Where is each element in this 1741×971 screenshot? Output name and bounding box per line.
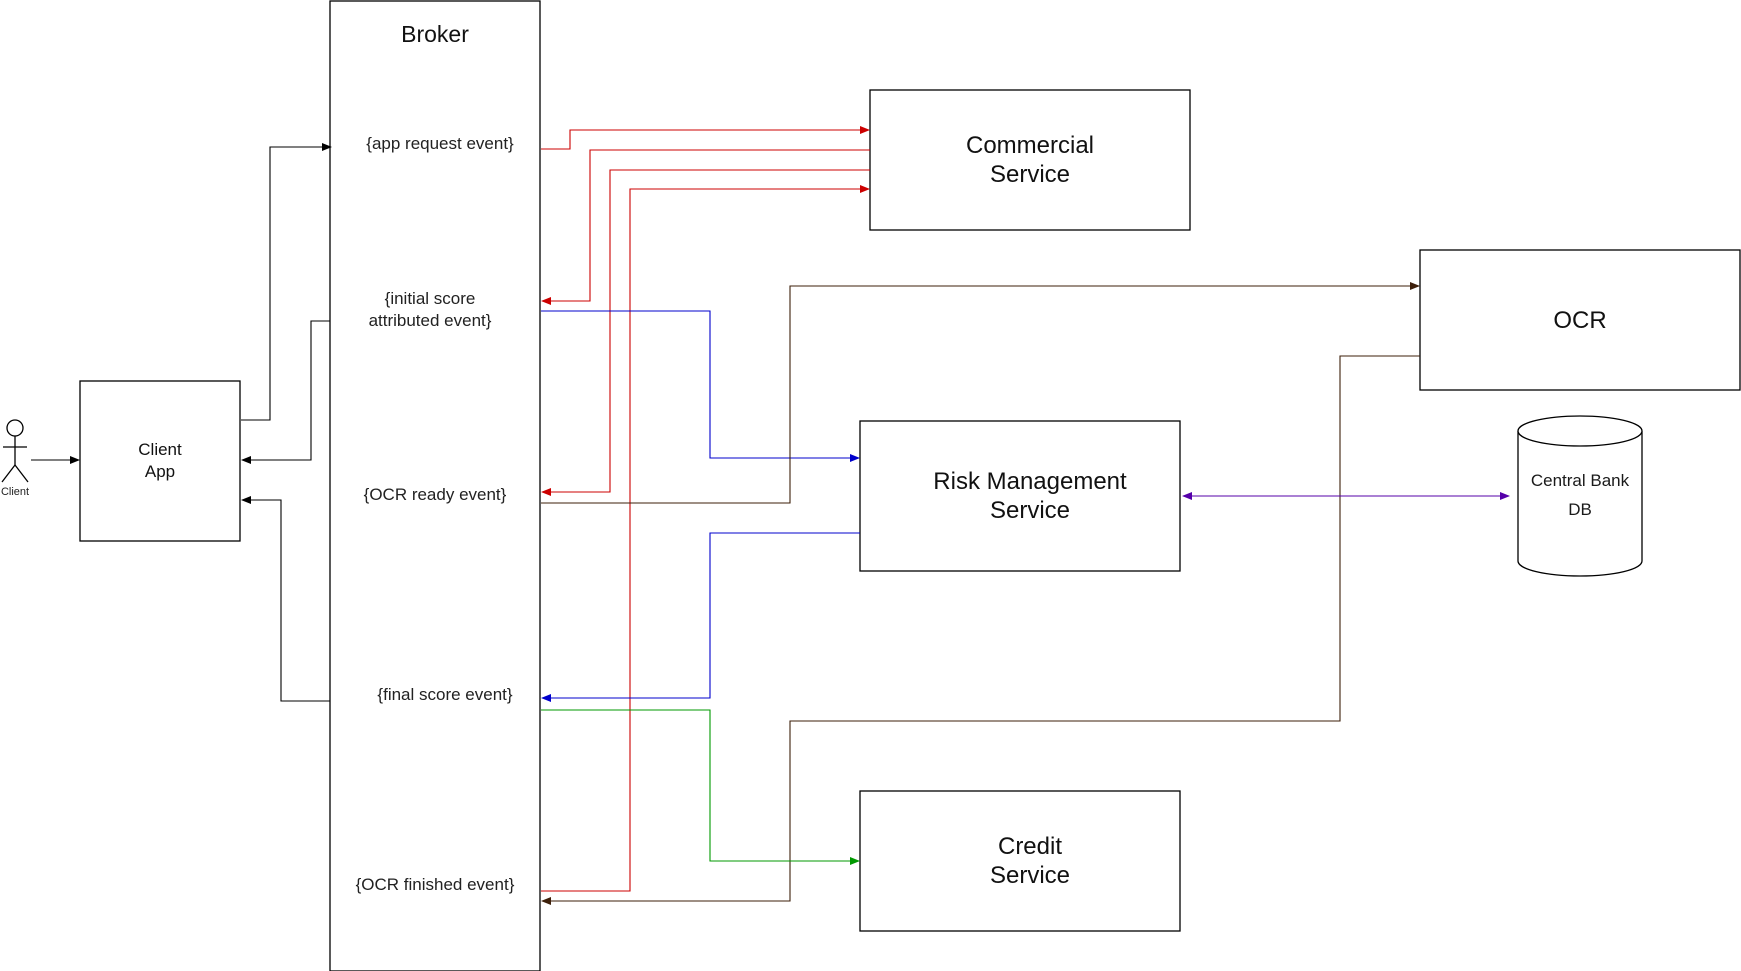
credit-service-label: Credit Service xyxy=(989,833,1071,889)
arrow-commercial-to-initial-score xyxy=(541,149,870,305)
arrow-final-score-to-credit xyxy=(541,709,860,865)
event-initial-score-attributed: {initial score attributed event} xyxy=(368,289,492,330)
event-ocr-ready: {OCR ready event} xyxy=(363,485,507,504)
central-bank-db-cylinder xyxy=(1517,415,1643,577)
broker-box xyxy=(329,0,541,971)
arrow-risk-to-final-score xyxy=(541,532,860,702)
arrow-ocr-finished-to-commercial xyxy=(541,185,870,892)
event-final-score: {final score event} xyxy=(377,685,513,704)
event-app-request: {app request event} xyxy=(366,134,514,153)
risk-management-service-box xyxy=(859,420,1181,572)
arrow-final-score-to-app xyxy=(241,496,330,702)
event-ocr-finished: {OCR finished event} xyxy=(355,875,515,894)
arrow-initial-score-to-app xyxy=(241,320,330,464)
broker-title: Broker xyxy=(401,21,469,47)
credit-service-box xyxy=(859,790,1181,932)
ocr-box xyxy=(1419,249,1741,391)
commercial-service-box xyxy=(869,89,1191,231)
commercial-service-label: Commercial Service xyxy=(965,132,1094,188)
client-actor-icon xyxy=(1,419,29,483)
client-app-label: Client App xyxy=(138,440,182,481)
arrow-app-to-app-request xyxy=(241,143,332,421)
central-bank-db-label: Central Bank DB xyxy=(1530,471,1630,519)
client-app-box xyxy=(79,380,241,542)
arrow-ocr-ready-to-ocr xyxy=(541,282,1420,504)
arrow-commercial-to-ocr-ready xyxy=(541,169,870,496)
arrow-initial-score-to-risk xyxy=(541,310,860,462)
ocr-label: OCR xyxy=(1553,306,1607,334)
arrow-ocr-to-ocr-finished xyxy=(541,355,1420,905)
risk-management-service-label: Risk Management Service xyxy=(933,468,1127,524)
client-actor-label: Client xyxy=(0,486,30,498)
arrow-app-request-to-commercial xyxy=(541,126,870,150)
